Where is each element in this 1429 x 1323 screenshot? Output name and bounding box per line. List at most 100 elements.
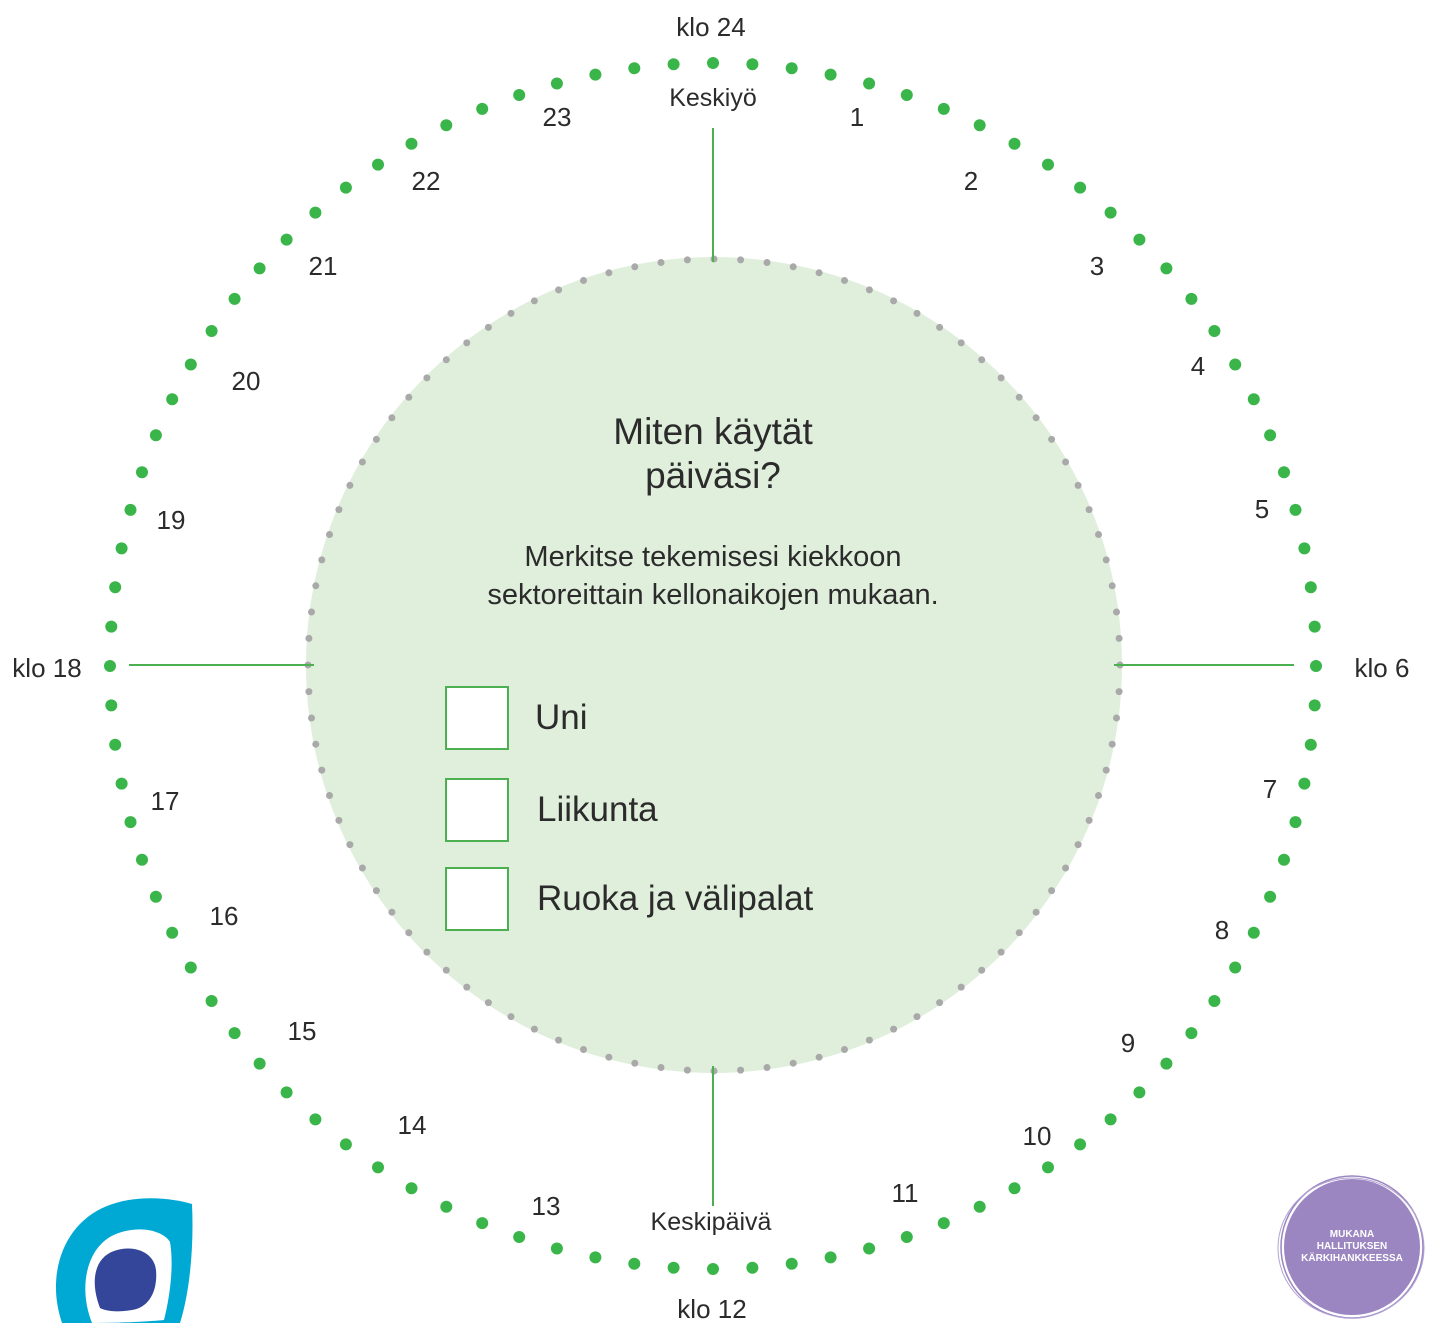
disc-border-dot: [1108, 582, 1116, 590]
disc-border-dot: [1085, 816, 1093, 824]
ring-dot: [863, 1242, 876, 1255]
hour-3: 3: [1090, 251, 1104, 281]
disc-border-dot: [1113, 714, 1120, 722]
ring-dot: [115, 542, 128, 555]
legend-checkbox-uni[interactable]: [445, 686, 509, 750]
ring-dot: [372, 1161, 384, 1174]
organization-logo: [55, 1198, 193, 1323]
ring-dot: [405, 137, 418, 150]
disc-border-dot: [815, 269, 823, 277]
disc-border-dot: [335, 506, 343, 514]
ring-dot: [166, 926, 179, 939]
legend-label-uni: Uni: [535, 698, 588, 737]
disc-border-dot: [1095, 792, 1102, 799]
disc-border-dot: [507, 309, 515, 317]
hour-2: 2: [964, 166, 978, 196]
disc-border-dot: [1048, 887, 1056, 895]
hour-21: 21: [309, 251, 338, 281]
legend-item-liikunta: Liikunta: [445, 778, 658, 842]
ring-dot: [1208, 995, 1221, 1007]
legend-item-ruoka: Ruoka ja välipalat: [445, 867, 813, 931]
disc-border-dot: [683, 1066, 691, 1074]
ring-dot: [937, 1217, 950, 1230]
ring-dot: [785, 62, 798, 75]
disc-border-dot: [865, 1036, 873, 1044]
karkihanke-badge: MUKANA HALLITUKSEN KÄRKIHANKKEESSA: [1277, 1175, 1425, 1319]
ring-dot: [1298, 542, 1311, 555]
ring-dot: [1229, 961, 1242, 974]
disc-border-dot: [442, 356, 450, 364]
ring-dot: [149, 890, 162, 903]
disc-border-dot: [318, 556, 326, 564]
disc-border-dot: [763, 1064, 771, 1071]
disc-border-dot: [1085, 506, 1093, 514]
ring-dot: [124, 816, 137, 829]
ring-dot: [1185, 1027, 1198, 1040]
disc-border-dot: [737, 1066, 745, 1074]
ring-dot: [1278, 466, 1290, 479]
disc-border-dot: [1062, 458, 1070, 466]
disc-border-dot: [346, 481, 354, 489]
hour-1: 1: [850, 102, 864, 132]
disc-border-dot: [335, 816, 343, 824]
disc-border-dot: [1115, 634, 1123, 642]
disc-border-dot: [463, 339, 471, 347]
hour-10: 10: [1023, 1121, 1052, 1151]
hour-14: 14: [398, 1110, 427, 1140]
disc-border-dot: [326, 792, 333, 799]
ring-dot: [550, 77, 563, 90]
instruction-line-1: Merkitse tekemisesi kiekkoon: [524, 541, 902, 573]
disc-border-dot: [312, 740, 320, 748]
ring-dot: [280, 233, 293, 246]
ring-dot: [109, 581, 122, 594]
ring-dot: [707, 57, 719, 69]
disc-border-dot: [631, 1059, 639, 1067]
logo-inner-navy: [94, 1248, 157, 1312]
disc-border-dot: [789, 263, 797, 271]
ring-dot: [1247, 393, 1260, 406]
ring-dot: [184, 961, 197, 974]
ring-dot: [1008, 1182, 1021, 1195]
ring-dot: [476, 1217, 489, 1230]
disc-border-dot: [1015, 393, 1023, 401]
ring-dot: [1074, 181, 1087, 194]
badge-line-1: MUKANA: [1330, 1229, 1374, 1240]
disc-border-dot: [890, 297, 898, 305]
disc-border-dot: [978, 966, 986, 974]
disc-border-dot: [405, 393, 413, 401]
ring-dot: [104, 660, 116, 672]
hour-22: 22: [412, 166, 441, 196]
disc-border-dot: [484, 999, 492, 1007]
ring-dot: [372, 158, 384, 171]
ring-dot: [476, 102, 489, 115]
ring-dot: [115, 777, 128, 790]
ring-dot: [405, 1182, 418, 1195]
disc-border-dot: [997, 948, 1005, 956]
ring-dot: [1104, 1113, 1117, 1126]
disc-border-dot: [763, 259, 771, 266]
disc-border-dot: [737, 256, 745, 264]
legend-item-uni: Uni: [445, 686, 588, 750]
ring-dot: [1185, 292, 1198, 305]
hour-17: 17: [151, 786, 180, 816]
ring-dot: [166, 393, 179, 406]
instructions: Merkitse tekemisesi kiekkoon sektoreitta…: [398, 538, 1028, 614]
legend-checkbox-liikunta[interactable]: [445, 778, 509, 842]
legend-label-liikunta: Liikunta: [537, 790, 658, 829]
disc-border-dot: [423, 948, 431, 956]
disc-border-dot: [1032, 414, 1040, 422]
disc-border-dot: [997, 374, 1005, 382]
hour-11: 11: [892, 1178, 919, 1208]
disc-border-dot: [372, 887, 380, 895]
ring-dot: [309, 1113, 322, 1126]
disc-border-dot: [405, 929, 413, 937]
ring-dot: [513, 1231, 526, 1243]
ring-dot: [667, 1261, 680, 1274]
disc-border-dot: [580, 277, 587, 284]
ring-dot: [339, 181, 352, 194]
legend-checkbox-ruoka[interactable]: [445, 867, 509, 931]
ring-dot: [900, 1231, 913, 1243]
disc-border-dot: [555, 1036, 563, 1044]
disc-border-dot: [555, 286, 563, 294]
title-line-1: Miten käytät: [613, 411, 813, 452]
